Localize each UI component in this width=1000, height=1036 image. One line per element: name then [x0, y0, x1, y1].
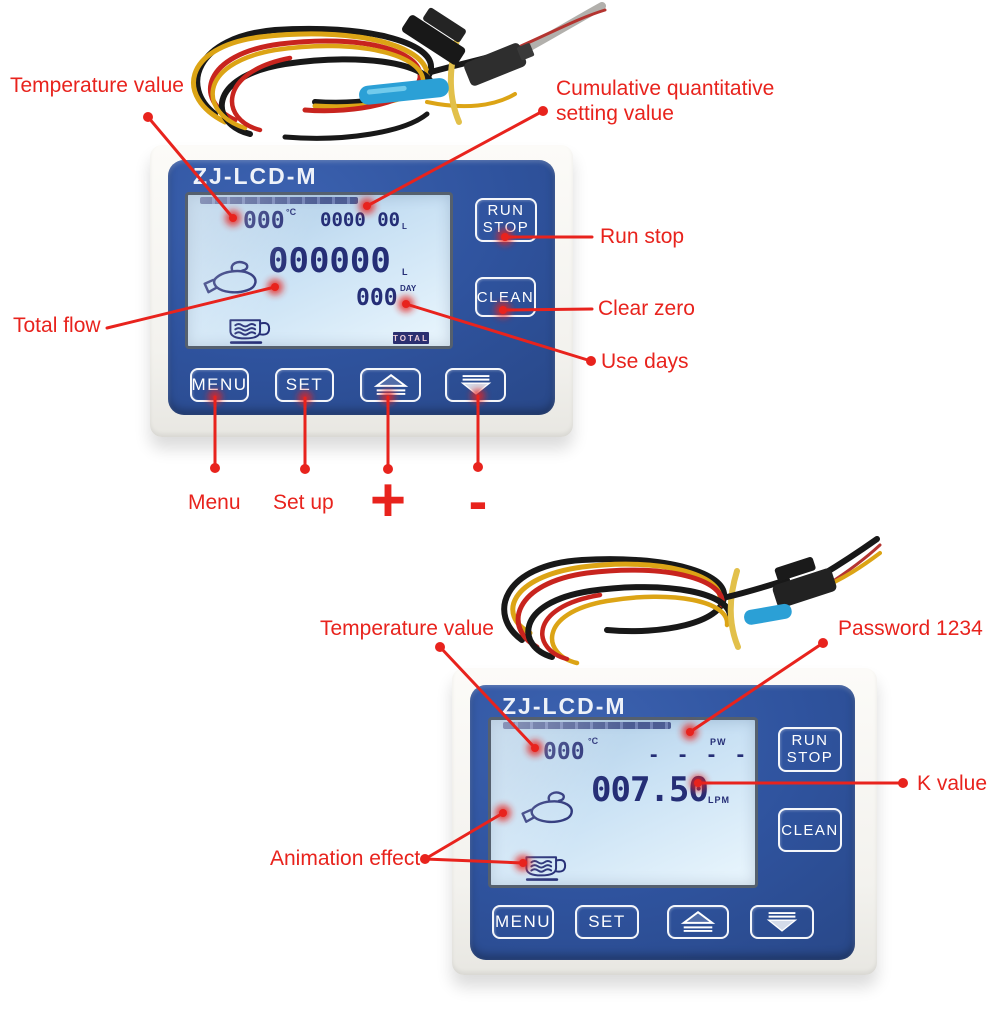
menu-button[interactable]: MENU	[492, 905, 554, 939]
set-button[interactable]: SET	[275, 368, 334, 402]
lcd-password-label: PW	[710, 737, 727, 747]
annotation-plus: +	[369, 466, 407, 535]
faucet-icon	[200, 259, 264, 299]
wire-connector-black	[402, 7, 466, 65]
annotation-cumulative-line2: setting value	[556, 102, 674, 125]
lcd-segment-strip	[503, 722, 671, 729]
wire-harness-bottom	[501, 536, 882, 666]
lcd-days-unit: DAY	[400, 284, 417, 293]
lcd-total-unit: L	[402, 267, 408, 277]
annotation-set-up: Set up	[273, 491, 334, 514]
stop-label: STOP	[482, 219, 530, 236]
annotation-password: Password 1234	[838, 617, 983, 640]
lcd-temp-value: 000	[543, 739, 585, 765]
set-button[interactable]: SET	[575, 905, 639, 939]
lcd-temp-value: 000	[243, 208, 285, 234]
device-casing-bottom: ZJ-LCD-M 000 °C - - - - PW 007.50 LPM	[452, 668, 877, 975]
cup-icon	[225, 317, 277, 345]
lcd-temp-unit: °C	[286, 207, 297, 217]
run-stop-button[interactable]: RUN STOP	[475, 198, 537, 242]
annotation-minus: -	[468, 469, 488, 532]
annotation-total-flow: Total flow	[13, 314, 101, 337]
device-model-label: ZJ-LCD-M	[502, 693, 627, 719]
lcd-segment-strip	[200, 197, 358, 204]
down-button[interactable]	[445, 368, 506, 402]
faucet-icon	[518, 789, 580, 829]
lcd-cumulative-value: 0000 00	[320, 209, 401, 231]
down-arrow-icon	[460, 375, 491, 395]
lcd-days-value: 000	[356, 285, 398, 311]
wire-connector-black	[772, 557, 837, 608]
total-badge: TOTAL	[393, 332, 429, 344]
wire-connector-blue	[744, 603, 792, 625]
lcd-flow-unit: LPM	[708, 795, 730, 805]
down-button[interactable]	[750, 905, 814, 939]
annotation-clear-zero: Clear zero	[598, 297, 695, 320]
wire-harness-top	[191, 2, 607, 141]
clean-button[interactable]: CLEAN	[778, 808, 842, 852]
device-casing-top: ZJ-LCD-M 000 °C 0000 00 L 000000 L 000 D…	[150, 145, 573, 437]
annotation-run-stop: Run stop	[600, 225, 685, 248]
device-front-panel: ZJ-LCD-M 000 °C 0000 00 L 000000 L 000 D…	[168, 160, 555, 415]
annotation-menu: Menu	[188, 491, 241, 514]
menu-button[interactable]: MENU	[190, 368, 249, 402]
lcd-temp-unit: °C	[588, 736, 599, 746]
annotation-k-value: K value	[917, 772, 988, 795]
up-button[interactable]	[667, 905, 729, 939]
annotation-animation-effect: Animation effect	[270, 847, 421, 870]
stop-label: STOP	[786, 748, 834, 766]
up-arrow-icon	[680, 910, 716, 932]
lcd-password-value: - - - -	[648, 744, 750, 766]
cup-icon	[521, 854, 573, 882]
lcd-total-value: 000000	[268, 241, 391, 281]
up-arrow-icon	[373, 373, 408, 395]
annotation-temperature-value-top: Temperature value	[10, 74, 184, 97]
run-label: RUN	[487, 202, 525, 220]
annotation-use-days: Use days	[601, 350, 689, 373]
wire-plug	[464, 43, 535, 86]
run-label: RUN	[791, 731, 829, 749]
annotation-cumulative-line1: Cumulative quantitative	[556, 77, 775, 100]
device-model-label: ZJ-LCD-M	[193, 163, 318, 189]
clean-button[interactable]: CLEAN	[475, 277, 536, 317]
down-arrow-icon	[766, 912, 798, 932]
run-stop-button[interactable]: RUN STOP	[778, 727, 842, 772]
up-button[interactable]	[360, 368, 421, 402]
lcd-screen: 000 °C 0000 00 L 000000 L 000 DAY TOTAL	[185, 192, 453, 349]
lcd-screen: 000 °C - - - - PW 007.50 LPM	[488, 717, 758, 888]
annotation-temperature-value-bottom: Temperature value	[320, 617, 494, 640]
lcd-cumulative-unit: L	[402, 222, 407, 231]
lcd-flow-value: 007.50	[591, 770, 709, 810]
device-front-panel: ZJ-LCD-M 000 °C - - - - PW 007.50 LPM	[470, 685, 855, 960]
wire-connector-blue	[359, 78, 449, 105]
